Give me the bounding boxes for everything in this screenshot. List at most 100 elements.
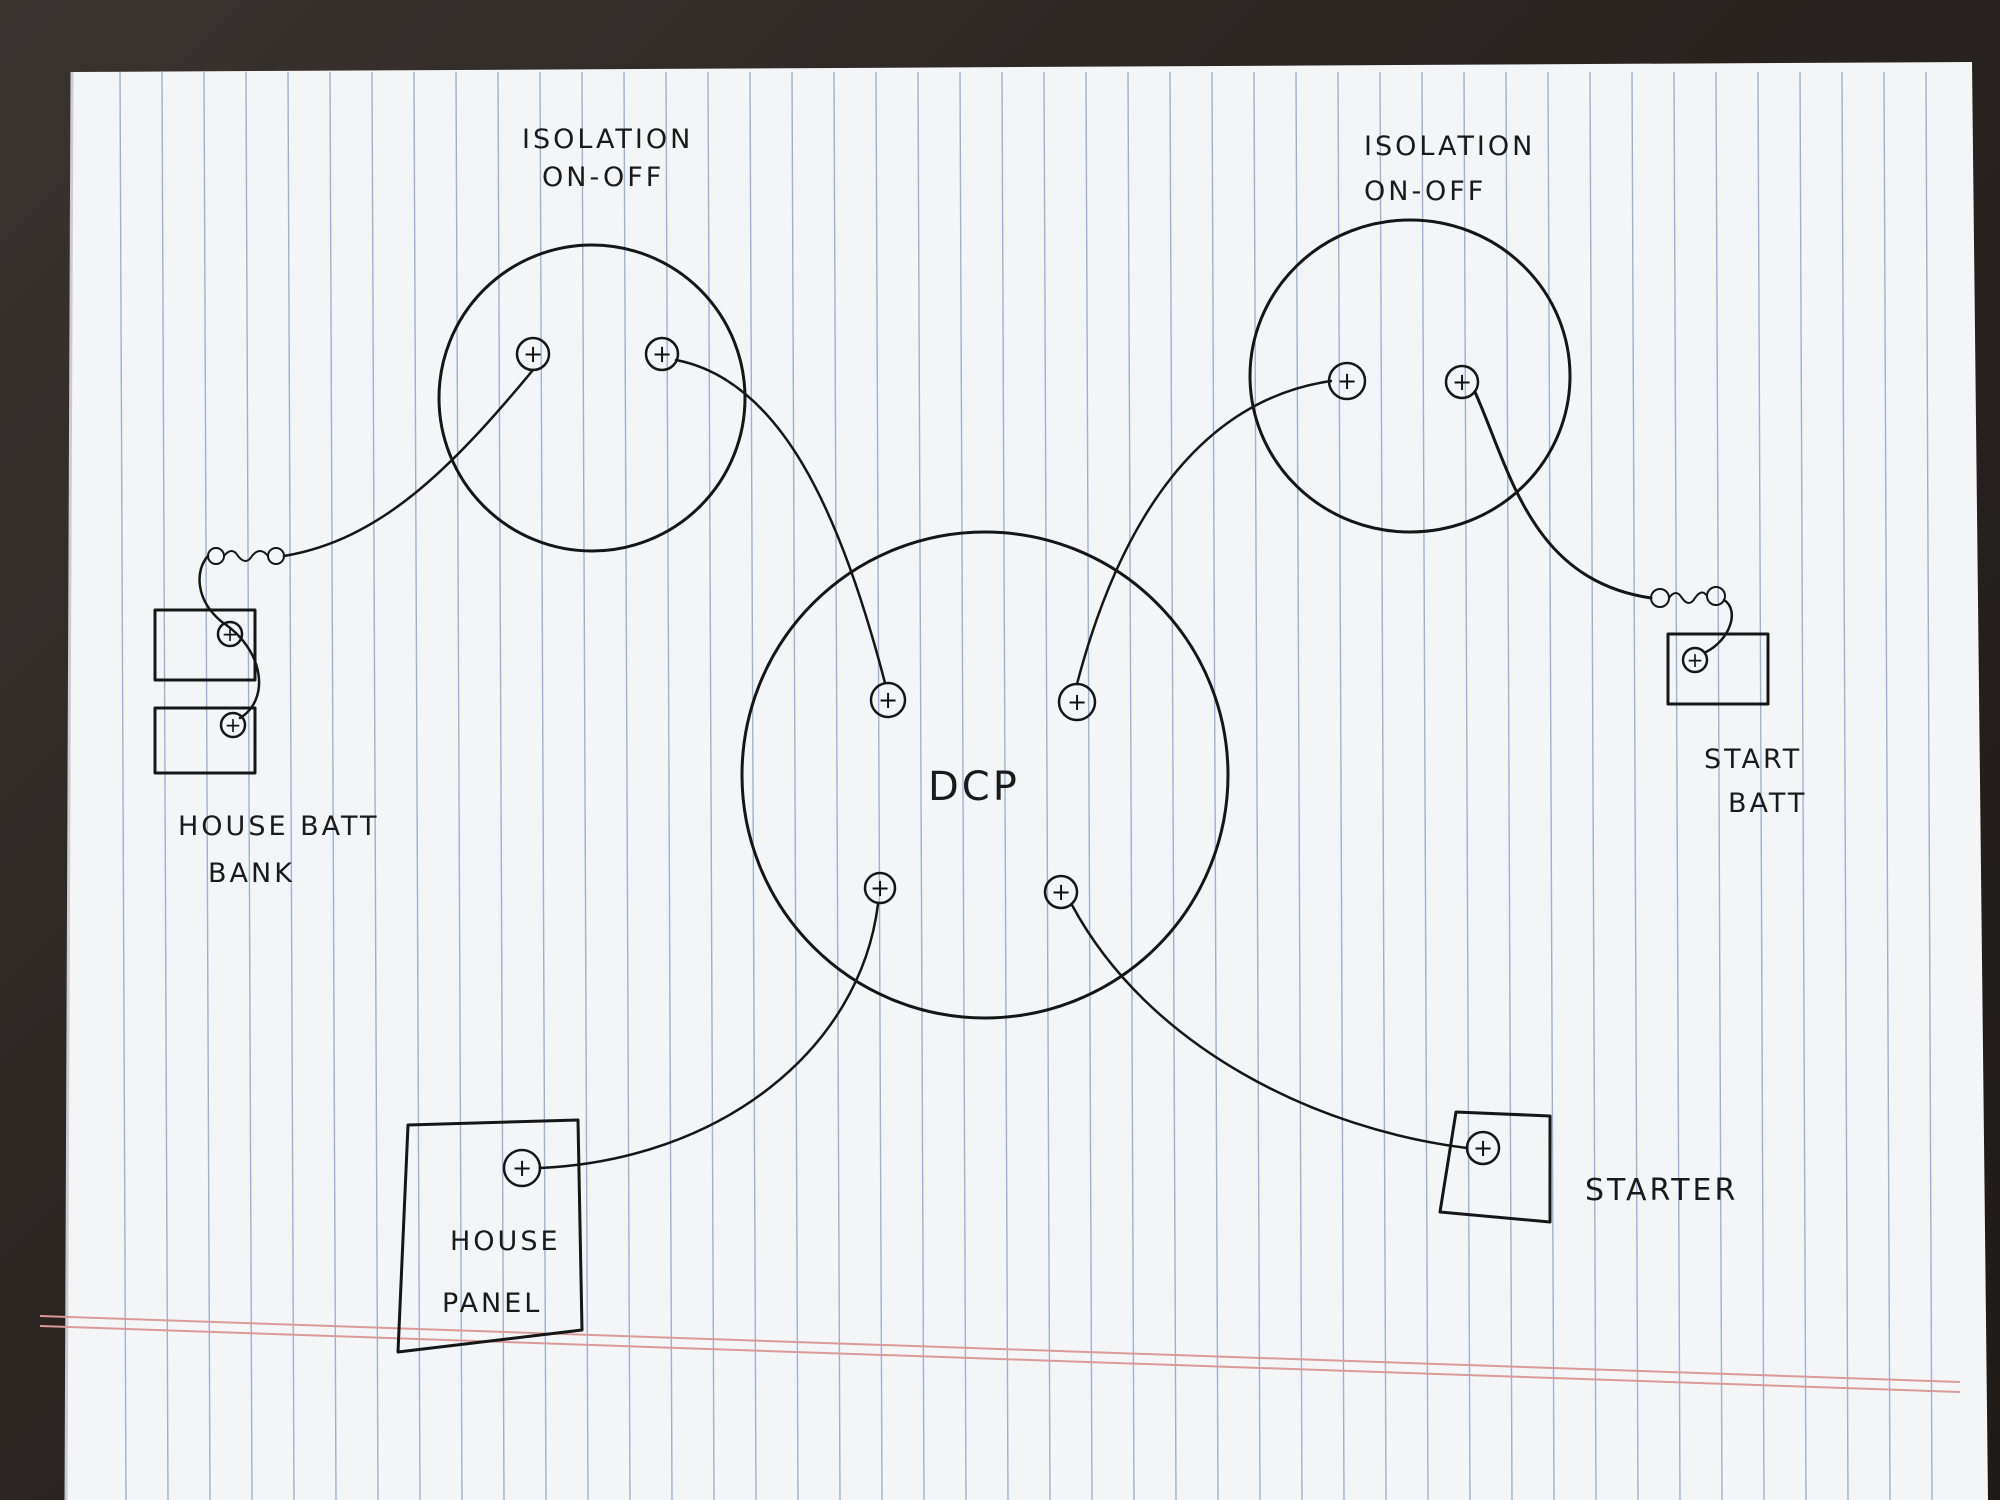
margin-line-1: [39, 1315, 1961, 1383]
plus-iso-left-2: +: [652, 340, 672, 368]
plus-dcp-2: +: [1067, 688, 1087, 716]
isolation-switch-left: [437, 243, 747, 553]
ruled-line: [623, 71, 631, 1500]
ruled-line: [959, 71, 967, 1500]
ruled-line: [1169, 71, 1177, 1500]
label-isolation-left-1: ISOLATION: [522, 124, 693, 155]
ruled-line: [161, 71, 169, 1500]
terminal-iso-left-2: [644, 336, 680, 372]
terminal-start-batt: [1681, 646, 1709, 674]
wire-iso-right-to-start-fuse: [1473, 390, 1653, 600]
ruled-line: [1841, 71, 1849, 1500]
label-isolation-left-2: ON-OFF: [542, 162, 664, 193]
ruled-line: [875, 71, 883, 1500]
ruled-line: [1757, 71, 1765, 1500]
ruled-line: [1463, 71, 1471, 1500]
terminal-house-batt-1: [216, 620, 244, 648]
ruled-line: [1253, 71, 1261, 1500]
wire-house-fuse-to-iso-left: [282, 368, 535, 558]
starter-box: [1438, 1110, 1552, 1224]
paper-sheet: [66, 62, 1988, 1500]
house-battery-1: [153, 608, 257, 682]
ruled-line: [665, 71, 673, 1500]
ruled-line: [245, 71, 253, 1500]
plus-dcp-4: +: [1051, 878, 1071, 906]
ruled-line: [497, 71, 505, 1500]
ruled-line: [749, 71, 757, 1500]
ruled-line: [917, 71, 925, 1500]
plus-house-panel: +: [512, 1154, 532, 1182]
ruled-line: [329, 71, 337, 1500]
wire-house-battery-link: [198, 554, 261, 720]
label-house-batt-2: BANK: [208, 858, 295, 889]
plus-house-batt-1: +: [222, 622, 239, 646]
ruled-line: [1925, 71, 1933, 1500]
ruled-line: [539, 71, 547, 1500]
ruled-line: [1883, 71, 1891, 1500]
ruled-line: [707, 71, 715, 1500]
plus-dcp-3: +: [870, 874, 890, 902]
plus-iso-right-1: +: [1337, 367, 1357, 395]
ruled-line: [1799, 71, 1807, 1500]
plus-iso-right-2: +: [1452, 368, 1472, 396]
plus-iso-left-1: +: [523, 340, 543, 368]
ruled-line: [203, 71, 211, 1500]
label-starter: STARTER: [1585, 1173, 1738, 1208]
house-panel-box: [396, 1118, 584, 1354]
ruled-line: [1127, 71, 1135, 1500]
margin-line-2: [39, 1325, 1961, 1393]
ruled-line: [1001, 71, 1009, 1500]
fuse-house-wave: [223, 550, 269, 562]
terminal-iso-right-2: [1444, 364, 1480, 400]
wire-iso-right-to-dcp: [1075, 379, 1333, 686]
terminal-house-batt-2: [219, 711, 247, 739]
ruled-lines: [119, 71, 1933, 1500]
ruled-line: [1715, 71, 1723, 1500]
ruled-line: [1631, 71, 1639, 1500]
ruled-line: [287, 71, 295, 1500]
ruled-line: [455, 71, 463, 1500]
plus-start-batt: +: [1687, 648, 1704, 672]
paper-left-edge: [64, 71, 74, 1500]
ruled-line: [119, 71, 127, 1500]
ruled-line: [1085, 71, 1093, 1500]
ruled-line: [371, 71, 379, 1500]
wire-dcp-to-starter: [1070, 903, 1469, 1150]
plus-starter: +: [1473, 1134, 1493, 1162]
ruled-line: [1673, 71, 1681, 1500]
terminal-dcp-3: [863, 871, 897, 905]
ruled-line: [1337, 71, 1345, 1500]
wire-dcp-to-house-panel: [538, 902, 880, 1170]
ruled-line: [833, 71, 841, 1500]
dcp-circle: [740, 530, 1230, 1020]
ruled-line: [1547, 71, 1555, 1500]
wire-start-fuse-to-battery: [1704, 598, 1734, 654]
start-battery: [1666, 632, 1770, 706]
label-house-panel-1: HOUSE: [450, 1226, 561, 1257]
ruled-line: [1211, 71, 1219, 1500]
ruled-line: [1043, 71, 1051, 1500]
label-house-panel-2: PANEL: [442, 1288, 542, 1319]
isolation-switch-right: [1248, 218, 1572, 534]
fuse-start-wave: [1668, 591, 1708, 604]
label-isolation-right-1: ISOLATION: [1364, 131, 1535, 162]
plus-dcp-1: +: [878, 686, 898, 714]
wire-iso-left-to-dcp: [674, 358, 887, 685]
plus-house-batt-2: +: [225, 713, 242, 737]
terminal-dcp-4: [1043, 874, 1079, 910]
label-dcp: DCP: [928, 764, 1020, 810]
house-battery-2: [153, 706, 257, 775]
label-house-batt-1: HOUSE BATT: [178, 811, 380, 842]
ruled-line: [791, 71, 799, 1500]
label-start-batt-2: BATT: [1728, 788, 1807, 819]
label-start-batt-1: START: [1704, 744, 1802, 775]
ruled-line: [1589, 71, 1597, 1500]
ruled-line: [1505, 71, 1513, 1500]
ruled-line: [413, 71, 421, 1500]
label-isolation-right-2: ON-OFF: [1364, 176, 1486, 207]
ruled-line: [1295, 71, 1303, 1500]
terminal-dcp-1: [869, 681, 907, 719]
ruled-line: [581, 71, 589, 1500]
ruled-line: [1421, 71, 1429, 1500]
